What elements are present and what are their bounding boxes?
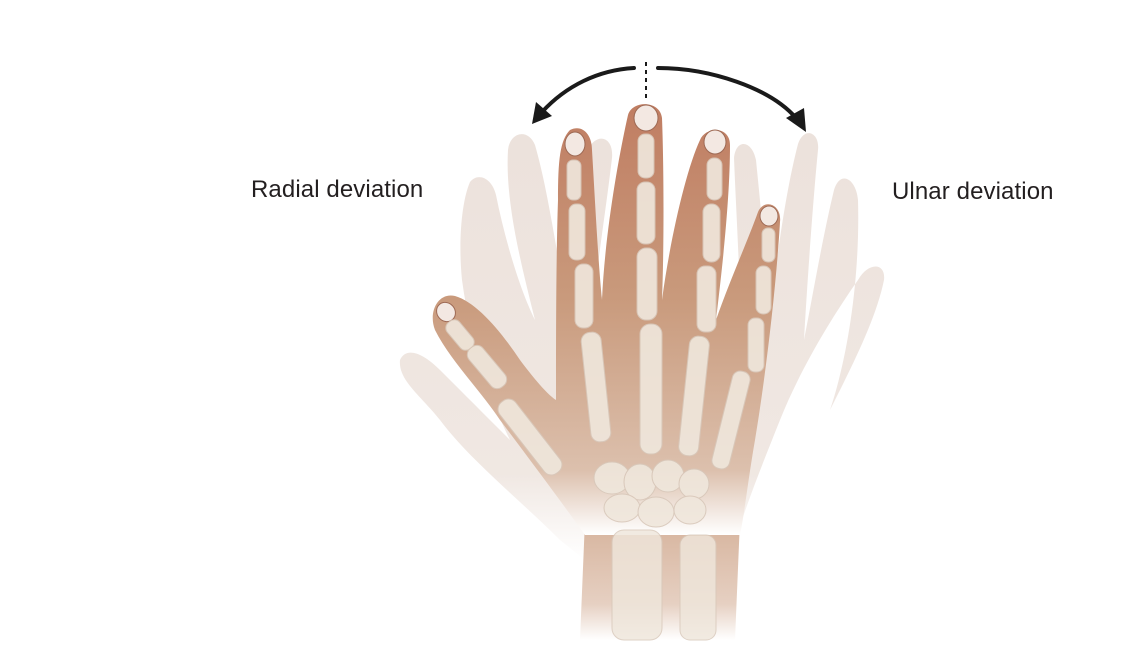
curved-arrow-left-icon: [532, 66, 636, 124]
main-hand: [432, 104, 781, 641]
ghost-hand-ulnar: [730, 133, 885, 561]
curved-arrow-right-icon: [656, 66, 806, 132]
ulnar-deviation-label: Ulnar deviation: [892, 178, 1054, 205]
radial-deviation-label: Radial deviation: [251, 176, 424, 203]
hand-skeleton: [445, 133, 776, 641]
fingernails: [436, 104, 779, 323]
